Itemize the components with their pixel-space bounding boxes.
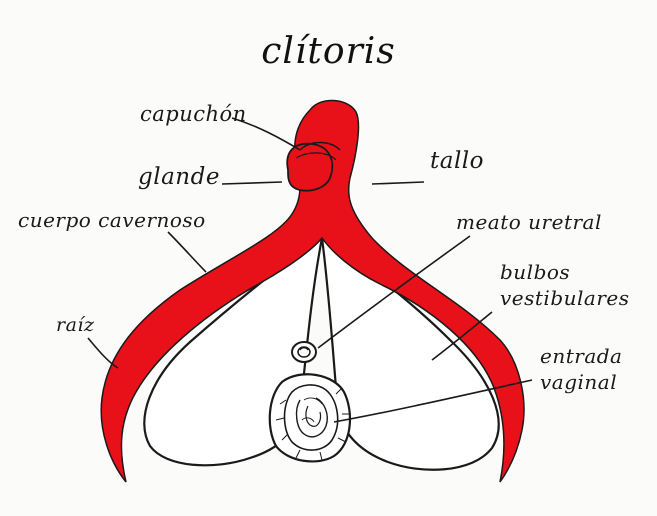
glans: [286, 142, 334, 192]
label-meato-uretral: meato uretral: [456, 210, 602, 234]
label-capuchon: capuchón: [140, 102, 247, 126]
leader-entrada: [333, 379, 533, 423]
label-glande: glande: [138, 164, 220, 190]
label-bulbos-line1: bulbos: [500, 260, 571, 284]
label-entrada-line1: entrada: [540, 344, 623, 368]
hood-fold-2: [295, 152, 337, 161]
label-bulbos-line2: vestibulares: [500, 286, 630, 310]
label-entrada-vaginal: entrada vaginal: [540, 346, 622, 392]
leader-bulbos: [431, 311, 493, 361]
label-cuerpo-cavernoso: cuerpo cavernoso: [18, 208, 206, 232]
diagram-title: clítoris: [261, 31, 396, 72]
leader-capuchon: [231, 117, 301, 151]
leader-raiz: [87, 337, 119, 369]
label-entrada-line2: vaginal: [540, 370, 618, 394]
label-bulbos-vestibulares: bulbos vestibulares: [500, 262, 630, 308]
leader-tallo: [371, 181, 425, 185]
urethral-meatus: [291, 341, 317, 363]
vaginal-entrance: [268, 373, 351, 463]
label-tallo: tallo: [430, 148, 485, 174]
leader-meato: [317, 235, 471, 349]
right-vestibular-bulb: [320, 236, 500, 471]
hood-fold: [299, 141, 341, 151]
leader-glande: [221, 181, 283, 185]
label-raiz: raíz: [56, 314, 95, 336]
leader-cuerpo: [167, 231, 207, 273]
